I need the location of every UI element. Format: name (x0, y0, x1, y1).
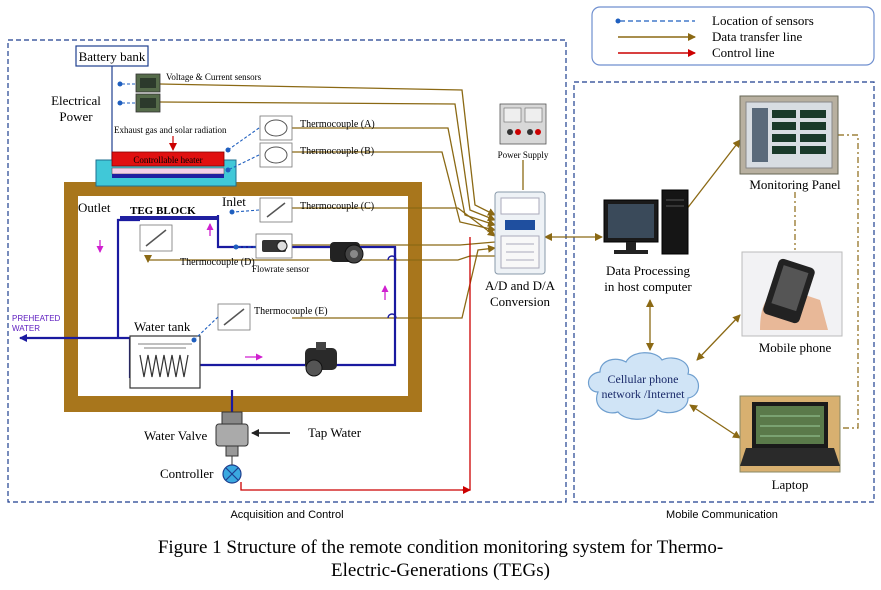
mobile-phone-image (741, 251, 843, 337)
cloud-label-2: network /Internet (602, 387, 686, 401)
heater-assembly (95, 151, 237, 187)
legend-data-label: Data transfer line (712, 29, 802, 44)
inlet-label: Inlet (222, 194, 246, 209)
circulation-pump-bottom (305, 342, 337, 377)
monitoring-panel-image (739, 95, 839, 175)
thermocouple-b-sensor (225, 142, 293, 173)
ad-da-label-1: A/D and D/A (485, 278, 556, 293)
acquisition-section-border (7, 39, 567, 503)
water-tank (129, 335, 201, 389)
legend-sensor-dot (615, 18, 621, 24)
preheated-water-label-2: WATER (12, 324, 40, 333)
flow-arrows (96, 223, 389, 361)
ad-da-device (494, 191, 546, 275)
thermocouple-a-sensor (225, 115, 293, 153)
mobile-section-label: Mobile Communication (666, 509, 778, 521)
flowrate-sensor (233, 233, 293, 259)
battery-bank-label: Battery bank (79, 49, 146, 64)
acquisition-section-label: Acquisition and Control (230, 509, 343, 521)
heater-label: Controllable heater (133, 155, 202, 165)
flowrate-sensor-label: Flowrate sensor (252, 264, 309, 274)
cloud-label-1: Cellular phone (608, 372, 679, 386)
legend-control-label: Control line (712, 45, 775, 60)
teg-block-plate (120, 216, 218, 220)
data-processing-label-2: in host computer (604, 279, 692, 294)
thermocouple-d-sensor (139, 224, 173, 252)
thermocouple-e-sensor (191, 303, 251, 343)
laptop-label: Laptop (772, 477, 809, 492)
controller-icon (222, 464, 242, 484)
monitoring-panel-label: Monitoring Panel (749, 177, 841, 192)
figure-caption-line-1: Figure 1 Structure of the remote conditi… (157, 537, 724, 558)
host-computer-icon (603, 189, 689, 255)
panel-laptop-link (838, 134, 859, 429)
controller-label: Controller (160, 466, 214, 481)
data-processing-label-1: Data Processing (606, 263, 691, 278)
voltage-current-label: Voltage & Current sensors (166, 72, 262, 82)
water-tank-label: Water tank (134, 319, 191, 334)
water-valve-label: Water Valve (144, 428, 208, 443)
power-supply-label: Power Supply (498, 150, 549, 160)
thermocouple-e-label: Thermocouple (E) (254, 306, 328, 317)
water-valve (215, 411, 249, 457)
pipe-cross-2 (387, 255, 397, 261)
control-line (240, 237, 471, 491)
cloud-network-icon (587, 352, 700, 420)
outlet-label: Outlet (78, 200, 111, 215)
voltage-current-sensors (117, 73, 161, 113)
exhaust-label: Exhaust gas and solar radiation (114, 125, 227, 135)
electrical-power-label-2: Power (59, 109, 93, 124)
legend: Location of sensors Data transfer line C… (591, 6, 875, 66)
power-supply-icon (499, 103, 547, 145)
preheated-water-label-1: PREHEATED (12, 314, 61, 323)
pipe-cross-1 (387, 313, 397, 319)
thermocouple-d-label: Thermocouple (D) (180, 257, 255, 268)
mobile-phone-label: Mobile phone (759, 340, 832, 355)
figure-caption-line-2: Electric-Generations (TEGs) (331, 560, 550, 581)
thermocouple-c-sensor (229, 197, 293, 223)
tap-water-label: Tap Water (308, 425, 362, 440)
thermocouple-c-label: Thermocouple (C) (300, 201, 374, 212)
electrical-power-label-1: Electrical (51, 93, 101, 108)
teg-block-label: TEG BLOCK (130, 205, 196, 217)
thermocouple-a-label: Thermocouple (A) (300, 119, 375, 130)
circulation-pump-top (330, 242, 364, 264)
legend-sensor-label: Location of sensors (712, 13, 814, 28)
laptop-image (739, 395, 841, 473)
ad-da-label-2: Conversion (490, 294, 550, 309)
thermocouple-b-label: Thermocouple (B) (300, 146, 374, 157)
